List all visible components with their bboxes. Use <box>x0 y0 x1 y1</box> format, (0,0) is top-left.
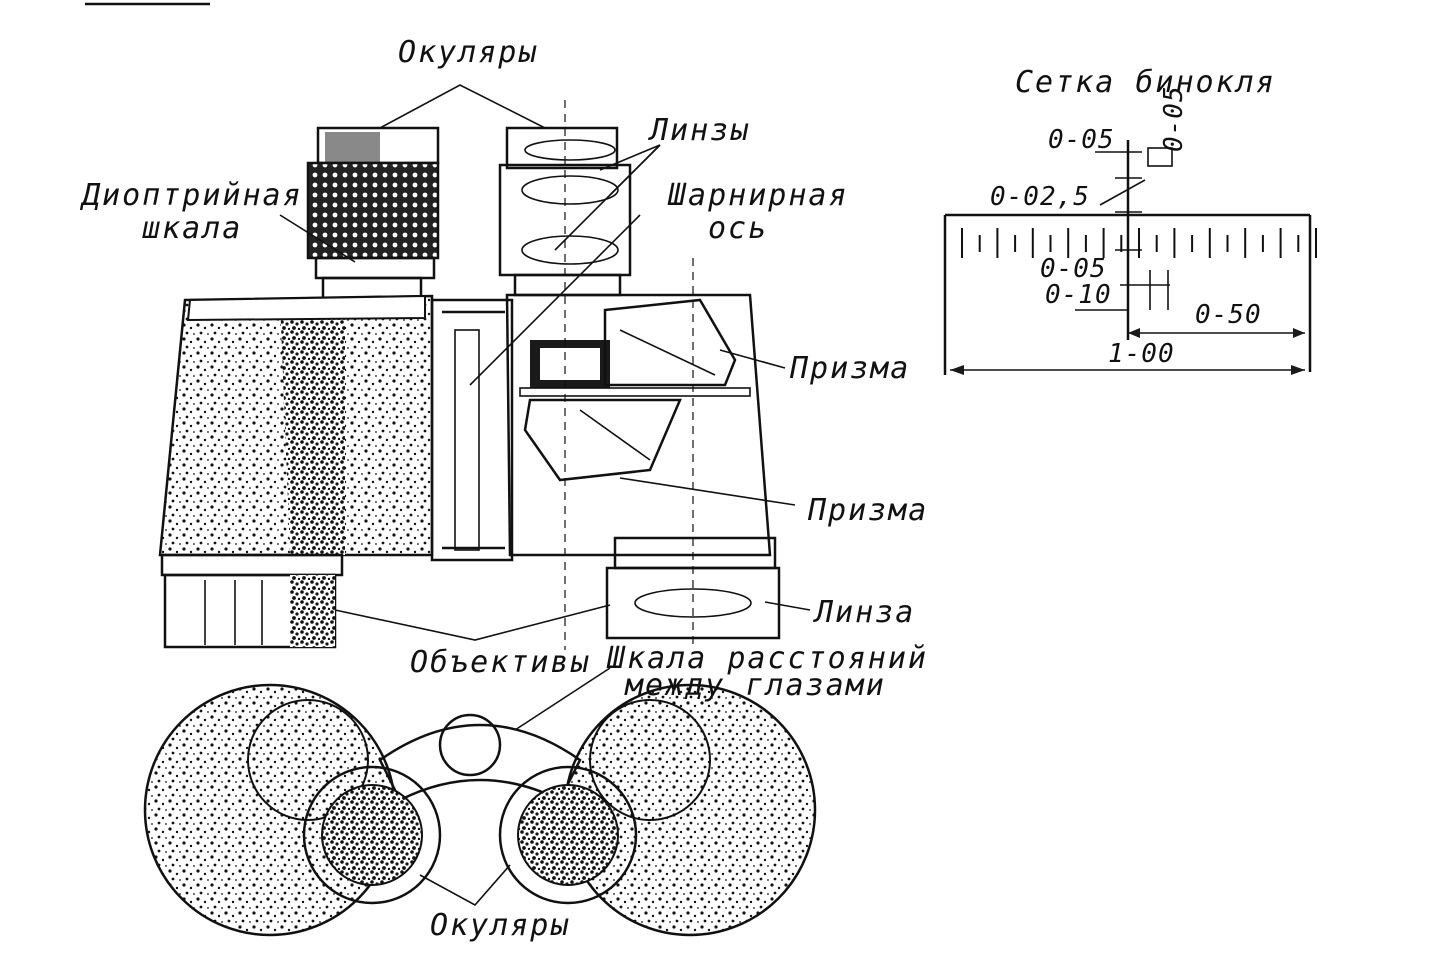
label-lens: Линза <box>812 595 915 630</box>
label-prism-lower: Призма <box>807 493 928 528</box>
right-objective <box>605 536 781 640</box>
reticle-label-0-50: 0-50 <box>1195 300 1262 330</box>
right-body-cutaway <box>505 100 772 650</box>
reticle-label-0-10: 0-10 <box>1045 280 1112 310</box>
label-diopter-scale-2: шкала <box>142 211 242 246</box>
bridge-hinge <box>430 298 514 562</box>
bottom-view-binocular <box>143 683 817 937</box>
label-eyepieces-bottom: Окуляры <box>430 908 570 943</box>
reticle-label-0-05-top: 0-05 <box>1048 125 1115 155</box>
reticle-panel: Сетка бинокля 0-05 0-05 0-02,5 0-05 0-10… <box>943 65 1317 375</box>
reticle-ticks <box>961 228 1317 258</box>
lower-prism-shape <box>523 398 682 482</box>
reticle-label-1-00: 1-00 <box>1108 339 1175 369</box>
reticle-label-0-05-mid: 0-05 <box>1040 254 1107 284</box>
label-ipd-scale-1: Шкала расстояний <box>606 641 928 676</box>
upper-prism-shape <box>603 298 737 387</box>
reticle-label-0-05-vertical: 0-05 <box>1159 85 1189 152</box>
label-hinge-axis-2: ось <box>708 211 768 246</box>
label-objectives: Объективы <box>410 645 591 680</box>
left-eyepiece <box>306 126 440 300</box>
label-prism-upper: Призма <box>789 351 910 386</box>
reticle-title: Сетка бинокля <box>1015 65 1276 100</box>
label-lenses: Линзы <box>647 113 750 148</box>
label-hinge-axis-1: Шарнирная <box>667 178 849 213</box>
reticle-label-0-02-5: 0-02,5 <box>990 182 1090 212</box>
left-barrel <box>158 294 434 649</box>
label-eyepieces-top: Окуляры <box>398 35 538 70</box>
leader-lines <box>279 84 811 907</box>
label-ipd-scale-2: между глазами <box>624 668 886 703</box>
label-diopter-scale-1: Диоптрийная <box>79 178 303 213</box>
